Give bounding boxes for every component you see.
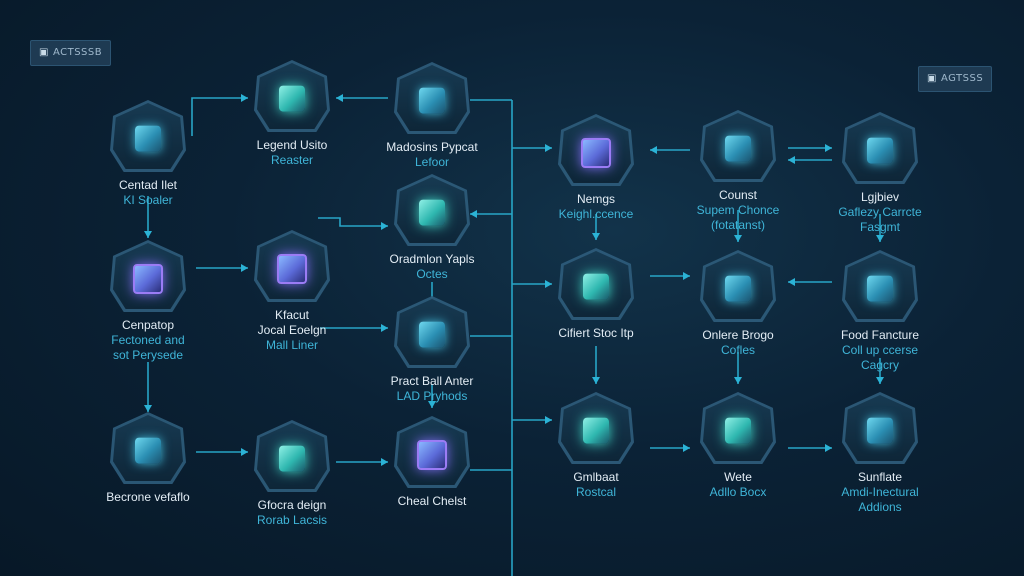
robot-arm-icon xyxy=(419,87,445,114)
cube-icon xyxy=(581,138,611,168)
gear-box-icon xyxy=(419,321,445,348)
node-subtitle-2: Cagcry xyxy=(860,358,899,372)
drone-icon xyxy=(583,417,609,444)
tower-icon xyxy=(867,417,893,444)
logo-mark-icon: ▣ xyxy=(927,73,937,84)
logo-left: ▣ACTSSSB xyxy=(30,40,112,66)
tablet-icon xyxy=(725,275,751,302)
node-title: Madosins Pypcat xyxy=(386,140,478,154)
node-subtitle-2: Addions xyxy=(858,500,902,514)
node-subtitle: Coll up ccerse xyxy=(841,343,919,357)
node-pract-ball-anter[interactable]: Pract Ball Anter LAD Pryhods xyxy=(352,292,512,404)
node-subtitle: Reaster xyxy=(270,153,314,167)
cube-icon xyxy=(135,437,161,464)
node-title: Counst xyxy=(718,188,758,202)
factory-icon xyxy=(867,275,893,302)
node-title: Pract Ball Anter xyxy=(390,374,474,388)
node-subtitle: KI Soaler xyxy=(123,193,173,207)
node-oradmlon-yapls[interactable]: Oradmlon Yapls Octes xyxy=(352,170,512,282)
node-subtitle: Supem Chonce xyxy=(696,203,780,217)
node-cheal-chelst[interactable]: Cheal Chelst xyxy=(352,412,512,509)
node-title: Centad Ilet xyxy=(118,178,178,192)
node-subtitle: LAD Pryhods xyxy=(396,389,468,403)
node-title: Food Fancture xyxy=(840,328,920,342)
node-lgjbiev[interactable]: Lgjbiev Gaflezy Carrcte Fasgmt xyxy=(800,108,960,235)
node-gfocra-deign[interactable]: Gfocra deign Rorab Lacsis xyxy=(212,416,372,528)
device-icon xyxy=(583,273,609,300)
platform-icon xyxy=(419,199,445,226)
node-cenpatop[interactable]: Cenpatop Fectoned and sot Perysede xyxy=(68,236,228,363)
node-subtitle-2: (fotatanst) xyxy=(710,218,766,232)
cube-icon xyxy=(417,440,447,470)
server-stack-icon xyxy=(135,125,161,152)
node-title: Lgjbiev xyxy=(860,190,900,204)
node-legend-usito[interactable]: Legend Usito Reaster xyxy=(212,56,372,168)
wire-1-2 xyxy=(191,97,248,136)
node-subtitle: Octes xyxy=(416,267,448,281)
node-cifiert-stoc-itp[interactable]: Cifiert Stoc Itp xyxy=(516,244,676,341)
node-title: Legend Usito xyxy=(256,138,328,152)
node-subtitle: Gaflezy Carrcte xyxy=(838,205,922,219)
node-title: Cheal Chelst xyxy=(397,494,467,508)
building-icon xyxy=(867,137,893,164)
node-title: Sunflate xyxy=(857,470,903,484)
node-onlere-brogo[interactable]: Onlere Brogo Cofles xyxy=(658,246,818,358)
node-subtitle: Adllo Bocx xyxy=(709,485,767,499)
wire-6-4 xyxy=(318,217,388,227)
node-title: Gfocra deign xyxy=(257,498,327,512)
node-wete[interactable]: Wete Adllo Bocx xyxy=(658,388,818,500)
node-title: Cifiert Stoc Itp xyxy=(558,326,634,340)
bulb-icon xyxy=(725,417,751,444)
logo-left-text: ACTSSSB xyxy=(52,47,103,58)
node-subtitle: Mall Liner xyxy=(265,338,319,352)
node-title: Oradmlon Yapls xyxy=(389,252,475,266)
node-centad-ilet[interactable]: Centad Ilet KI Soaler xyxy=(68,96,228,208)
node-subtitle: Rostcal xyxy=(575,485,616,499)
node-title: Cenpatop xyxy=(121,318,175,332)
node-food-fancture[interactable]: Food Fancture Coll up ccerse Cagcry xyxy=(800,246,960,373)
node-becrone-vefaflo[interactable]: Becrone vefaflo xyxy=(68,408,228,505)
node-title: Onlere Brogo xyxy=(702,328,774,342)
sphere-icon xyxy=(279,445,305,472)
node-nemgs[interactable]: Nemgs Keighl.ccence xyxy=(516,110,676,222)
node-title-2: Jocal Eoelgn xyxy=(257,323,327,337)
node-title: Gmlbaat xyxy=(573,470,619,484)
node-subtitle: Keighl.ccence xyxy=(558,207,634,221)
node-subtitle: Lefoor xyxy=(414,155,450,169)
node-title: Kfacut xyxy=(274,308,310,322)
node-subtitle: Amdi-Inectural xyxy=(841,485,919,499)
node-subtitle: Rorab Lacsis xyxy=(256,513,328,527)
node-title: Wete xyxy=(724,470,752,484)
node-kfacut[interactable]: Kfacut Jocal Eoelgn Mall Liner xyxy=(212,226,372,353)
node-subtitle-2: sot Perysede xyxy=(112,348,184,362)
circuit-icon xyxy=(277,254,307,284)
logo-right: ▣AGTSSS xyxy=(918,66,993,92)
node-sunflate[interactable]: Sunflate Amdi-Inectural Addions xyxy=(800,388,960,515)
logo-right-text: AGTSSS xyxy=(940,73,984,84)
node-title: Nemgs xyxy=(576,192,615,206)
cube-icon xyxy=(279,85,305,112)
chip-icon xyxy=(133,264,163,294)
node-subtitle-2: Fasgmt xyxy=(859,220,900,234)
node-subtitle: Fectoned and xyxy=(111,333,185,347)
node-counst[interactable]: Counst Supem Chonce (fotatanst) xyxy=(658,106,818,233)
node-subtitle: Cofles xyxy=(720,343,755,357)
node-title: Becrone vefaflo xyxy=(106,490,190,504)
logo-mark-icon: ▣ xyxy=(39,47,49,58)
node-gmlbaat[interactable]: Gmlbaat Rostcal xyxy=(516,388,676,500)
node-madosins-pypcat[interactable]: Madosins Pypcat Lefoor xyxy=(352,58,512,170)
monitor-icon xyxy=(725,135,751,162)
